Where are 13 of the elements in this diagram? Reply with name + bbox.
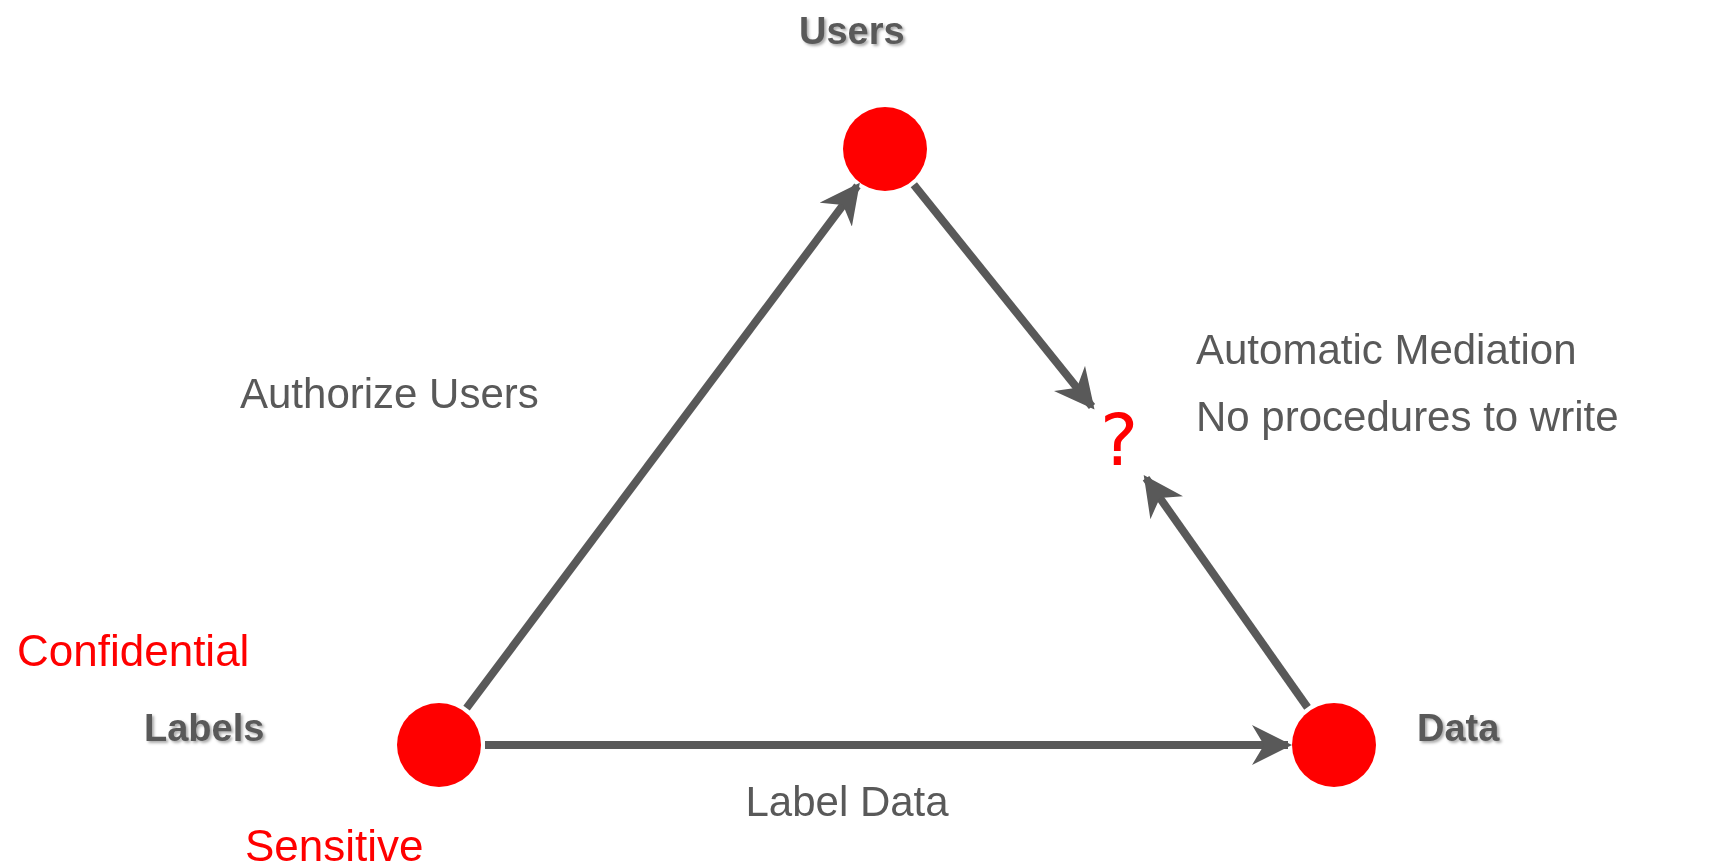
node-label: Labels	[144, 706, 265, 750]
edge-label: Authorize Users	[240, 370, 539, 418]
node-label: Users	[799, 9, 905, 53]
annotation-text: No procedures to write	[1196, 393, 1619, 441]
label-text: Sensitive	[245, 821, 424, 867]
node-label: Data	[1417, 706, 1500, 750]
arrow	[910, 182, 1096, 410]
edge-label: Label Data	[745, 778, 949, 826]
label-text: Confidential	[17, 626, 250, 676]
question-mark: ?	[1094, 400, 1144, 480]
annotation-text: Automatic Mediation	[1196, 326, 1577, 374]
arrow	[463, 182, 861, 711]
arrow	[1142, 475, 1311, 710]
